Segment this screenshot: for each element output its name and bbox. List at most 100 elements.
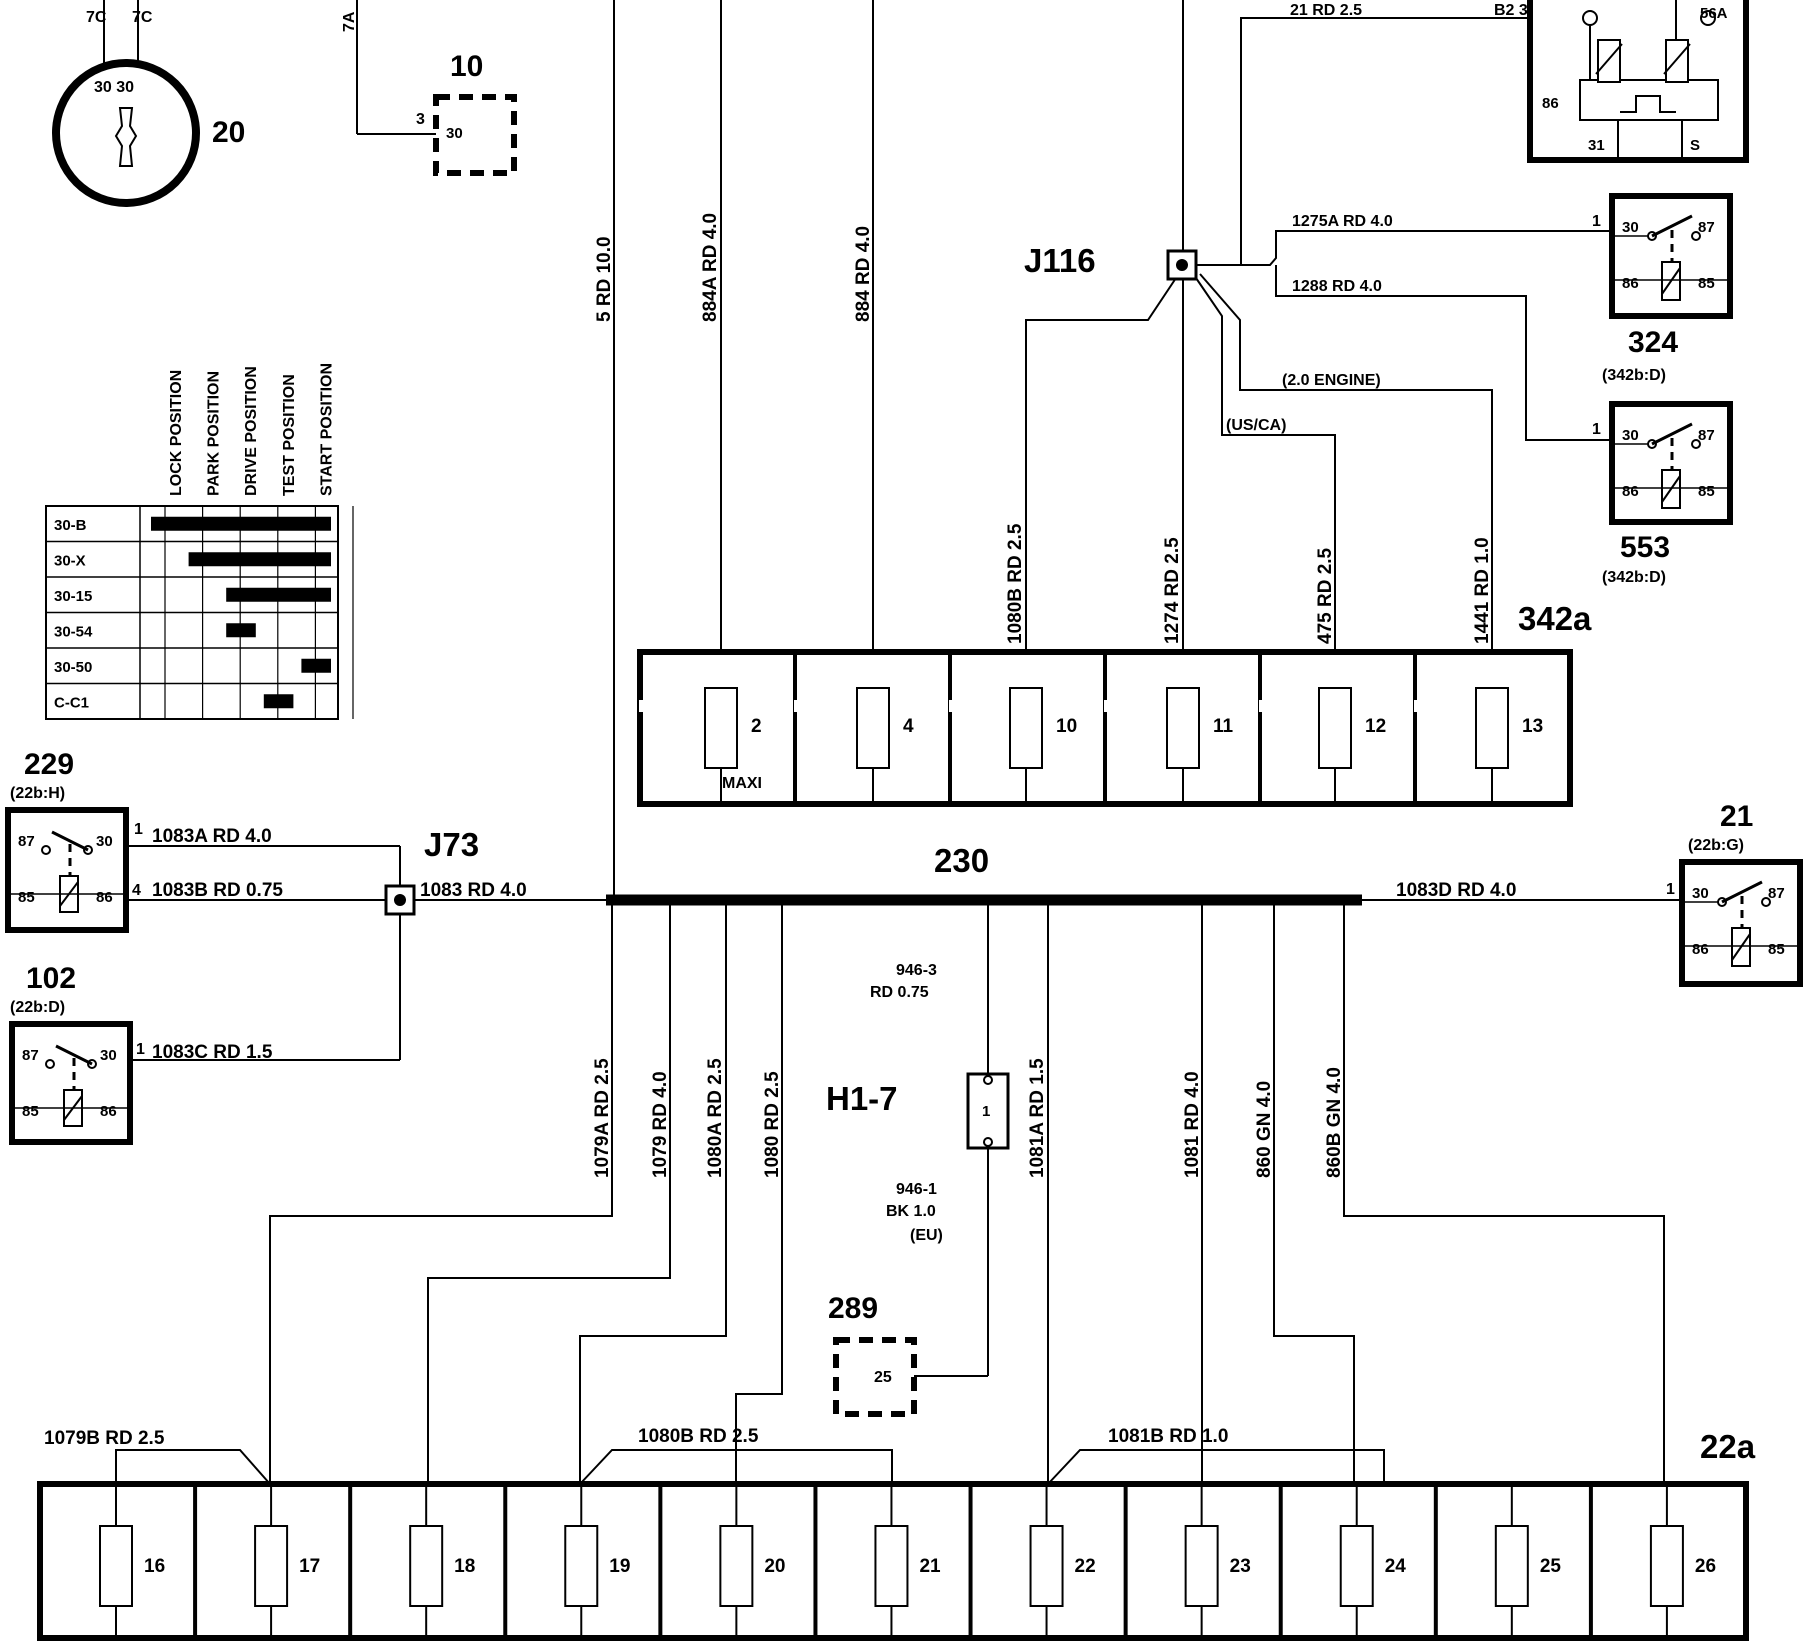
fuse-number: 10 (1056, 716, 1077, 737)
table-position-bar (263, 694, 294, 709)
fuse (719, 1525, 754, 1607)
relay-pin: 87 (1698, 427, 1715, 444)
fuse-number: 4 (903, 716, 914, 737)
table-row-label: 30-54 (54, 624, 93, 641)
junction-j73-label: J73 (424, 826, 479, 863)
fuse (564, 1525, 599, 1607)
table-row-label: C-C1 (54, 695, 89, 712)
relay-pin: 85 (22, 1103, 39, 1120)
wire-label-1080: 1080 RD 2.5 (762, 1071, 783, 1178)
wire-label-1081a: 1081A RD 1.5 (1027, 1058, 1048, 1178)
h1-7-connector (966, 1072, 1010, 1150)
relay-324-ref: (342b:D) (1602, 367, 1666, 384)
relay-102-label: 102 (26, 962, 76, 995)
fuse (1475, 687, 1509, 769)
relay-switch-arm (1651, 422, 1693, 446)
component-10: 7A 10 3 30 (341, 0, 517, 176)
wire-label-860b: 860B GN 4.0 (1324, 1067, 1345, 1178)
ignition-switch-label: 20 (212, 116, 245, 149)
relay-pin: 86 (1622, 275, 1639, 292)
junction-j73-dot (394, 894, 406, 906)
wire-label-5: 5 RD 10.0 (594, 236, 615, 322)
key-icon (114, 107, 138, 167)
wire-label-1079: 1079 RD 4.0 (650, 1071, 671, 1178)
table-row-label: 30-50 (54, 659, 92, 676)
fuse-number: 20 (764, 1556, 785, 1577)
wire-label-946-1-eu: (EU) (910, 1227, 943, 1244)
relay-pin: 87 (1698, 219, 1715, 236)
component-10-wire-label: 7A (341, 11, 358, 32)
bus-bar-230-label: 230 (934, 842, 989, 879)
fuse (1339, 1525, 1374, 1607)
j116-network: 21 RD 2.5 B2 30 1275A RD 4.0 1288 RD 4.0… (1005, 2, 1612, 800)
wire-label-1083b: 1083B RD 0.75 (152, 880, 283, 901)
ignition-pins-label: 30 30 (94, 79, 134, 96)
relay-pin: 85 (18, 889, 35, 906)
relay-pin: 86 (96, 889, 113, 906)
wire-label-946-1-spec: BK 1.0 (886, 1203, 936, 1220)
table-position-bar (226, 587, 331, 602)
wire-label-860: 860 GN 4.0 (1254, 1081, 1275, 1178)
relay-contact (41, 845, 51, 855)
relay-contact (45, 1059, 55, 1069)
relay-pin: 30 (100, 1047, 117, 1064)
component-10-label: 10 (450, 50, 483, 83)
fuse (1009, 687, 1043, 769)
relay-21-in1: 1 (1666, 881, 1675, 898)
wire-label-1079b: 1079B RD 2.5 (44, 1428, 165, 1449)
maxi-label: MAXI (722, 775, 762, 792)
fuse (1494, 1525, 1529, 1607)
fuse (874, 1525, 909, 1607)
wire-label-1274: 1274 RD 2.5 (1162, 537, 1183, 644)
ignition-wire-label: 7C (86, 9, 107, 26)
top-relay-pin-86: 86 (1542, 95, 1559, 112)
table-header: TEST POSITION (281, 374, 298, 496)
junction-j73-box (384, 884, 416, 916)
relay-pin: 85 (1698, 275, 1715, 292)
junction-j116-label: J116 (1024, 242, 1096, 279)
wire-label-1083d: 1083D RD 4.0 (1396, 880, 1516, 901)
table-header: PARK POSITION (206, 371, 223, 496)
wire-label-1083c: 1083C RD 1.5 (152, 1042, 273, 1063)
relay-coil-mark (1661, 267, 1681, 295)
ignition-wire-label: 7C (132, 9, 153, 26)
table-row-label: 30-X (54, 553, 86, 570)
table-row-label: 30-15 (54, 588, 92, 605)
fuse (704, 687, 738, 769)
relay-pin: 30 (96, 833, 113, 850)
wire-label-946-1: 946-1 (896, 1181, 937, 1198)
label-2-0-engine: (2.0 ENGINE) (1282, 372, 1381, 389)
relay-pin: 85 (1768, 941, 1785, 958)
fuse (856, 687, 890, 769)
relay-pin: 87 (22, 1047, 39, 1064)
relay-pin: 86 (1692, 941, 1709, 958)
top-relay-pin-31: 31 (1588, 137, 1605, 154)
fuse-number: 23 (1230, 1556, 1251, 1577)
relay-pin: 30 (1622, 219, 1639, 236)
fuse-number: 16 (144, 1556, 165, 1577)
table-header: START POSITION (318, 363, 335, 496)
fuse (1649, 1525, 1684, 1607)
fuse (1318, 687, 1352, 769)
fuse-number: 12 (1365, 716, 1386, 737)
relay-102-in1: 1 (136, 1041, 145, 1058)
relay-coil-mark (1731, 933, 1751, 961)
relay-pin: 87 (18, 833, 35, 850)
lower-wires: 1079A RD 2.5 1079 RD 4.0 1080A RD 2.5 10… (44, 900, 1665, 1485)
j73-network: J73 1083A RD 4.0 1083B RD 0.75 1083 RD 4… (126, 821, 606, 1063)
top-relay-pin-label: B2 30 (1494, 2, 1537, 19)
relay-102-ref: (22b:D) (10, 999, 65, 1016)
fuse (99, 1525, 133, 1607)
component-10-box (433, 94, 517, 176)
fuse-number: 26 (1695, 1556, 1716, 1577)
wire-label-475: 475 RD 2.5 (1315, 547, 1336, 644)
wire-label-1080a: 1080A RD 2.5 (705, 1058, 726, 1178)
top-relay-pin-56a: 56A (1700, 5, 1728, 22)
relay-contact (1691, 439, 1701, 449)
table-header: LOCK POSITION (168, 370, 185, 496)
relay-553-in1: 1 (1592, 421, 1601, 438)
